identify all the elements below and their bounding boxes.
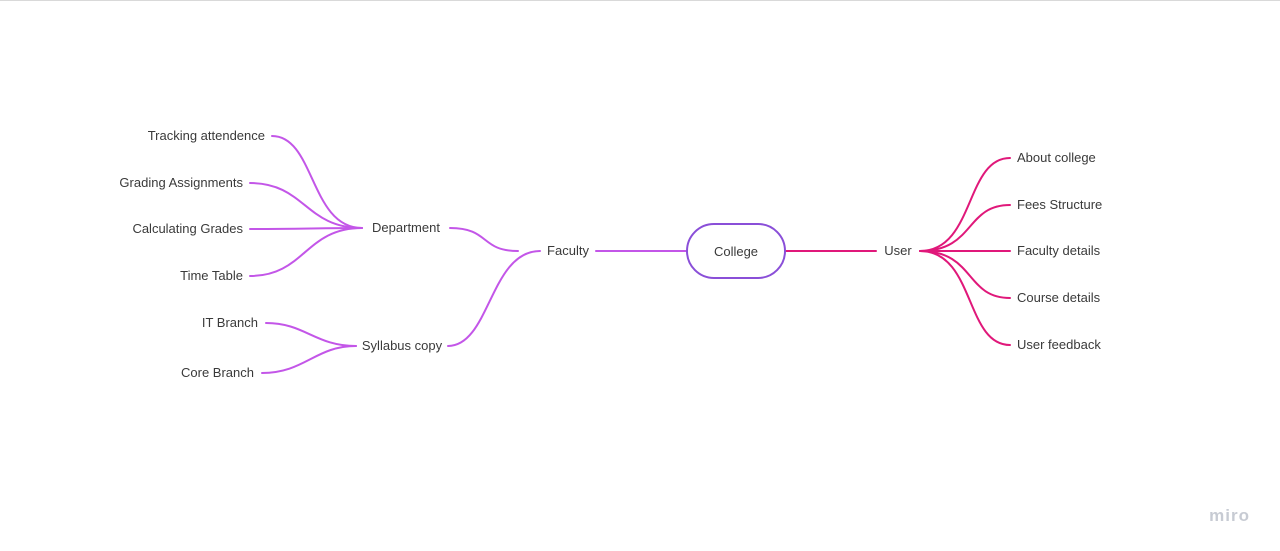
edge-syllabus-core xyxy=(261,345,357,374)
edge-faculty-department xyxy=(449,227,519,252)
edge-faculty-syllabus xyxy=(447,250,541,347)
node-about-college[interactable]: About college xyxy=(1017,150,1096,165)
edge-user-about xyxy=(919,157,1011,252)
node-department[interactable]: Department xyxy=(372,220,440,235)
edge-syllabus-it xyxy=(265,322,357,347)
node-calculating-grades[interactable]: Calculating Grades xyxy=(132,221,243,236)
root-node-label: College xyxy=(713,243,759,259)
node-faculty-details[interactable]: Faculty details xyxy=(1017,243,1101,258)
node-it-branch[interactable]: IT Branch xyxy=(201,315,258,330)
edge-department-tracking xyxy=(271,135,363,229)
node-faculty[interactable]: Faculty xyxy=(547,243,589,258)
edge-department-grading xyxy=(249,182,363,229)
edge-user-fees xyxy=(919,204,1011,252)
edge-user-feedback xyxy=(919,250,1011,346)
node-core-branch[interactable]: Core Branch xyxy=(181,365,254,380)
node-time-table[interactable]: Time Table xyxy=(180,268,243,283)
root-node[interactable]: College xyxy=(686,223,786,279)
node-grading-assignments[interactable]: Grading Assignments xyxy=(119,175,243,190)
node-course-details[interactable]: Course details xyxy=(1017,290,1101,305)
node-tracking-attendence[interactable]: Tracking attendence xyxy=(147,128,265,143)
miro-watermark-logo: miro xyxy=(1209,506,1250,525)
node-user-feedback[interactable]: User feedback xyxy=(1017,337,1101,352)
edge-user-course xyxy=(919,250,1011,299)
edge-department-timetable xyxy=(249,227,363,277)
node-fees-structure[interactable]: Fees Structure xyxy=(1017,197,1103,212)
node-syllabus-copy[interactable]: Syllabus copy xyxy=(361,338,443,353)
node-user[interactable]: User xyxy=(884,243,912,258)
